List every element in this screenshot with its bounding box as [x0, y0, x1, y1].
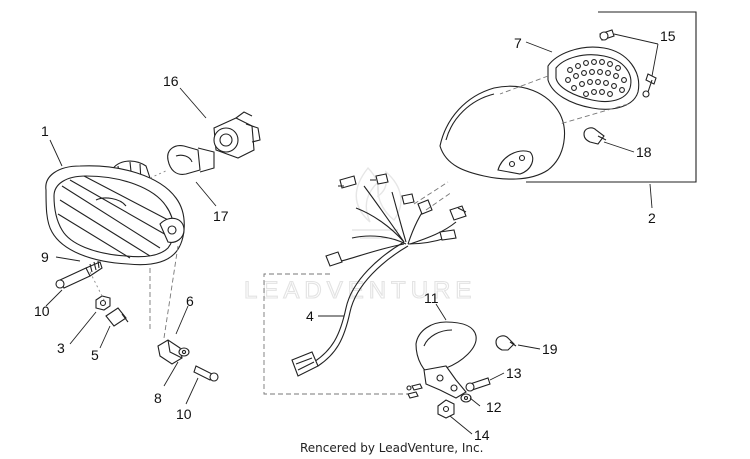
lens-screw-lower: [642, 73, 657, 98]
tail-lamp-frame: [526, 11, 697, 183]
part-label-5: 5: [91, 347, 99, 363]
lens-screw-upper: [599, 29, 615, 41]
part-label-6: 6: [186, 293, 194, 309]
lock-nut: [95, 295, 111, 311]
part-label-16: 16: [163, 73, 179, 89]
part-label-14: 14: [474, 427, 490, 443]
bulb-socket: [213, 111, 261, 159]
headlamp-bulb: [167, 145, 215, 175]
wiring-harness: [291, 173, 467, 377]
bracket-screw: [193, 365, 219, 382]
part-label-10: 10: [34, 303, 50, 319]
part-label-9: 9: [41, 249, 49, 265]
part-label-8: 8: [154, 390, 162, 406]
spacer-bushing: [105, 307, 129, 327]
part-label-10-bracket: 10: [176, 406, 192, 422]
part-label-15: 15: [660, 28, 676, 44]
watermark-text: LEADVENTURE: [244, 277, 476, 304]
tail-lamp-lens: [547, 46, 640, 110]
plate-bolt: [465, 377, 491, 392]
part-label-17: 17: [213, 208, 229, 224]
tail-bulb: [583, 127, 607, 145]
tail-lamp-led-array: [565, 59, 627, 97]
footer-credit: Rencered by LeadVenture, Inc.: [300, 441, 483, 455]
watermark: LEADVENTURE: [243, 166, 476, 305]
leader-lines: [45, 33, 659, 435]
part-label-3: 3: [57, 340, 65, 356]
part-label-11: 11: [424, 290, 439, 306]
part-label-1: 1: [41, 123, 49, 139]
headlamp: [45, 160, 185, 266]
plate-bulb: [495, 335, 517, 351]
license-plate-lamp: [415, 321, 477, 399]
part-label-13: 13: [506, 365, 522, 381]
part-number-labels: 1 16 17 9 10 3 5 6 8 10 4 11 19 13 12 14…: [34, 28, 676, 443]
part-label-12: 12: [486, 399, 502, 415]
part-label-19: 19: [542, 341, 558, 357]
plate-nut: [437, 399, 455, 419]
washer: [178, 347, 190, 357]
part-label-4: 4: [306, 308, 314, 324]
part-label-7: 7: [514, 35, 522, 51]
plate-washer: [460, 393, 472, 403]
tail-lamp-housing: [439, 85, 565, 180]
part-label-2: 2: [648, 210, 656, 226]
rubber-mount: [157, 339, 183, 365]
part-label-18: 18: [636, 144, 652, 160]
headlamp-screw: [55, 260, 103, 289]
plate-lamp-screws: [406, 383, 423, 399]
